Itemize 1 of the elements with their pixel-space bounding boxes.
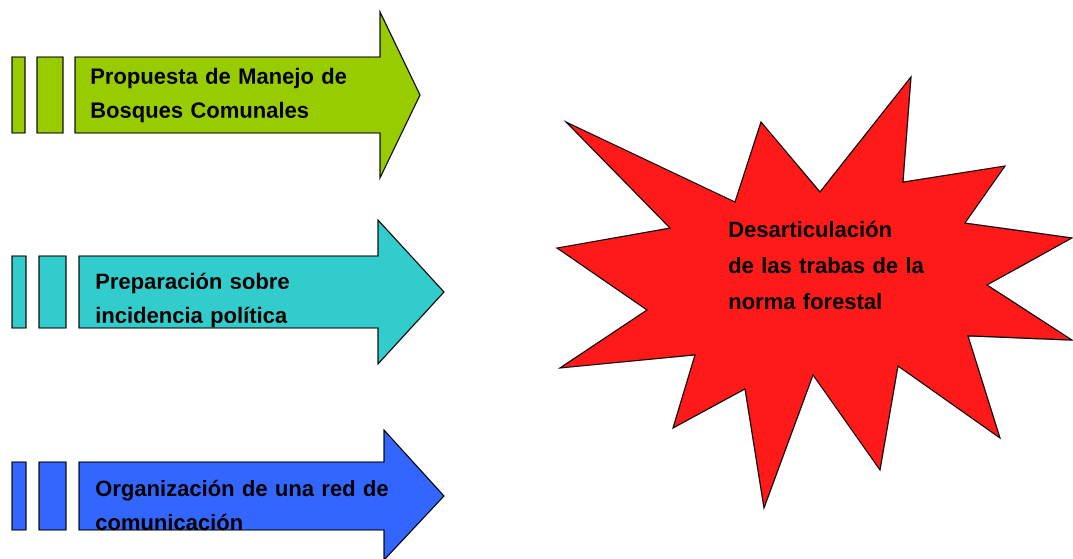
starburst: Desarticulación de las trabas de la norma forestal [555, 75, 1073, 511]
